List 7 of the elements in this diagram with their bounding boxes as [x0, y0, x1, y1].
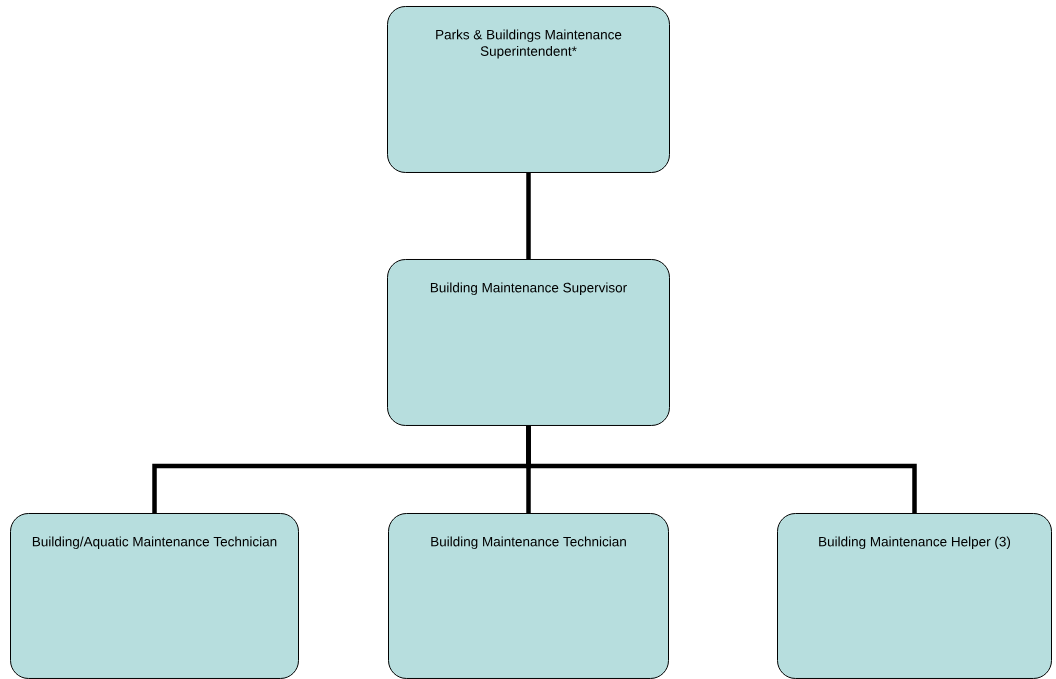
position-box: Building Maintenance Technician	[388, 513, 669, 679]
connector-line	[526, 173, 531, 259]
position-box: Building/Aquatic Maintenance Technician	[10, 513, 299, 679]
position-box: Building Maintenance Helper (3)	[777, 513, 1052, 679]
position-box: Building Maintenance Supervisor	[387, 259, 670, 426]
connector-line	[526, 426, 917, 513]
position-box: Parks & Buildings Maintenance Superintendent*	[387, 6, 670, 173]
